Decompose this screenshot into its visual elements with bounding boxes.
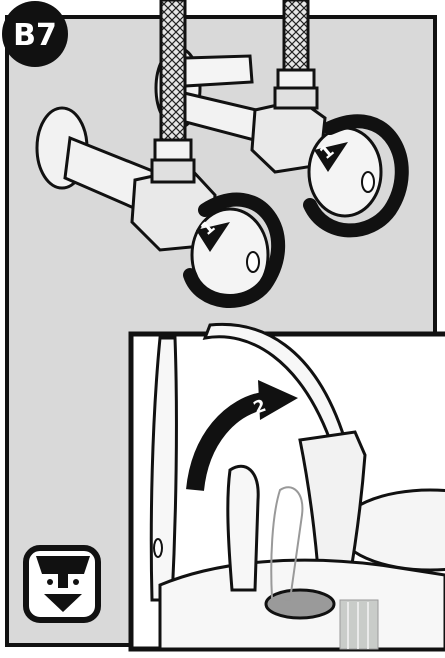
faucet-inset-panel [131, 324, 445, 649]
hose-clip [185, 56, 252, 86]
under-sink-down-arrow-icon [26, 548, 98, 620]
step-badge-label: B7 [13, 18, 57, 53]
step-badge: B7 [2, 1, 68, 67]
